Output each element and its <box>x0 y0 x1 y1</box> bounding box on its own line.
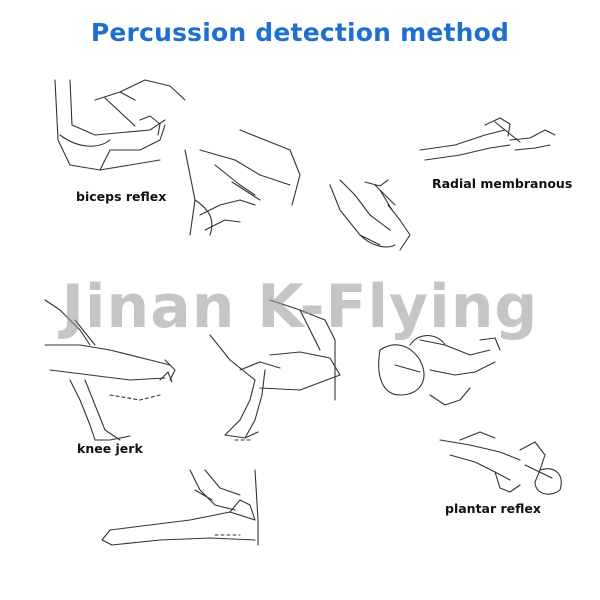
page-title: Percussion detection method <box>90 18 510 47</box>
biceps-figure-1 <box>54 79 186 171</box>
plantar-figure-2 <box>439 431 562 495</box>
watermark: Jinan K-Flying <box>61 272 539 342</box>
radial-figure-2 <box>329 179 411 251</box>
biceps-figure-2 <box>184 129 301 236</box>
label-radial-membranous: Radial membranous <box>432 176 573 191</box>
label-biceps-reflex: biceps reflex <box>76 189 167 204</box>
knee-figure-2 <box>209 299 341 441</box>
radial-figure-1 <box>419 117 556 161</box>
plantar-figure-1 <box>378 335 501 406</box>
label-plantar-reflex: plantar reflex <box>445 501 541 516</box>
label-knee-jerk: knee jerk <box>77 441 143 456</box>
knee-figure-1 <box>44 299 176 441</box>
knee-figure-3 <box>101 469 259 546</box>
